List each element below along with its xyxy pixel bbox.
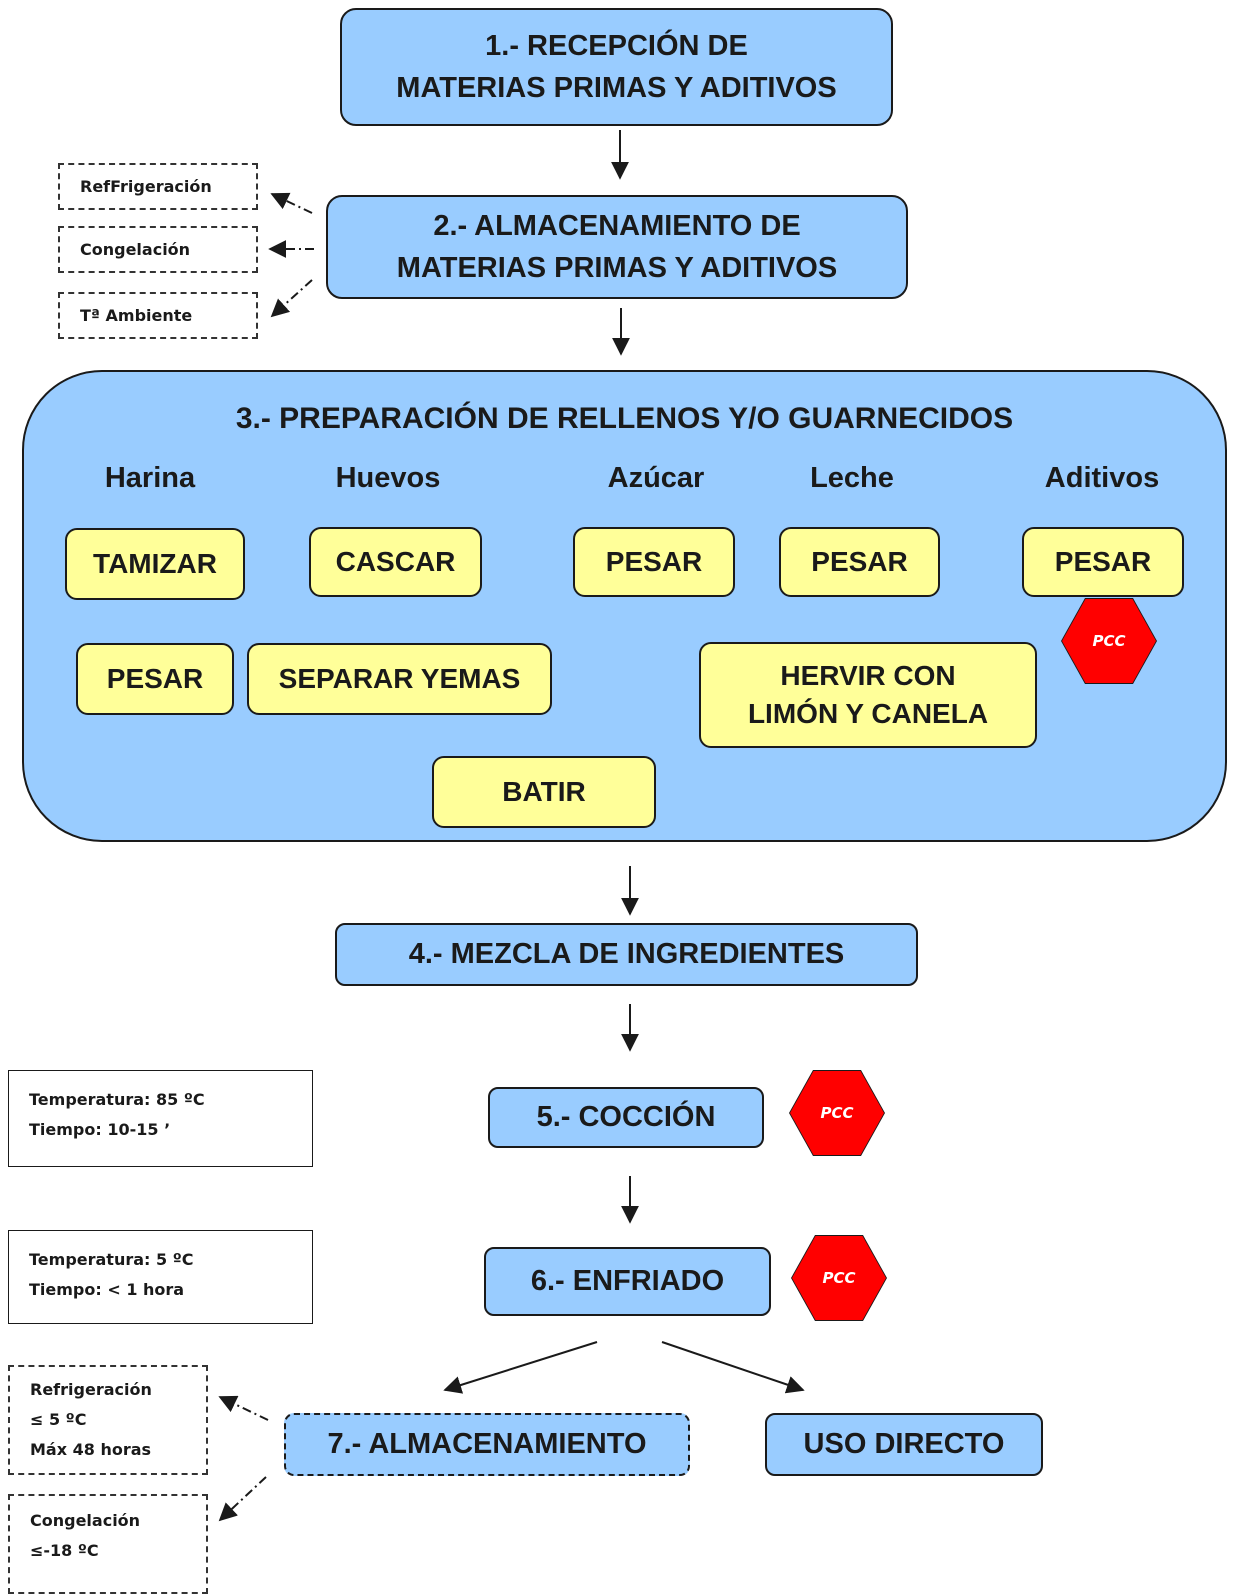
task-tamizar: TAMIZAR: [65, 528, 245, 600]
step-1-line-2: MATERIAS PRIMAS Y ADITIVOS: [396, 72, 837, 104]
task-hervir-line-2: LIMÓN Y CANELA: [747, 698, 989, 729]
pcc-enfriado-label: PCC: [792, 1236, 886, 1320]
final-congelacion-label: Congelación: [30, 1511, 141, 1530]
final-storage-congelacion: Congelación ≤-18 ºC: [8, 1494, 208, 1594]
enfriado-temperature: Temperatura: 5 ºC: [29, 1250, 194, 1269]
task-hervir: HERVIR CON LIMÓN Y CANELA: [699, 642, 1037, 748]
arrow-6-to-7: [443, 1341, 598, 1394]
pcc-enfriado-icon: PCC: [791, 1235, 887, 1321]
step-2-line-2: MATERIAS PRIMAS Y ADITIVOS: [396, 252, 838, 284]
task-hervir-line-1: HERVIR CON: [780, 660, 956, 691]
task-separar-yemas: SEPARAR YEMAS: [247, 643, 552, 715]
final-refrigeracion-temp: ≤ 5 ºC: [30, 1410, 87, 1429]
step-1-box: 1.- RECEPCIÓN DE MATERIAS PRIMAS Y ADITI…: [340, 8, 893, 126]
step-2-line-1: 2.- ALMACENAMIENTO DE: [433, 210, 801, 242]
step-7-box: 7.- ALMACENAMIENTO: [284, 1413, 690, 1476]
enfriado-params-box: Temperatura: 5 ºC Tiempo: < 1 hora: [8, 1230, 313, 1324]
final-refrigeracion-time: Máx 48 horas: [30, 1440, 152, 1459]
arrow-7-to-congelacion: [218, 1476, 267, 1522]
storage-ambiente: Tª Ambiente: [58, 292, 258, 339]
arrow-2-to-refrigeracion: [270, 192, 313, 214]
ingredient-harina: Harina: [104, 462, 196, 494]
ingredient-aditivos: Aditivos: [1044, 462, 1160, 494]
task-pesar-aditivos: PESAR: [1022, 527, 1184, 597]
step-2-box: 2.- ALMACENAMIENTO DE MATERIAS PRIMAS Y …: [326, 195, 908, 299]
pcc-coccion-icon: PCC: [789, 1070, 885, 1156]
step-5-box: 5.- COCCIÓN: [488, 1087, 764, 1148]
ingredient-huevos: Huevos: [335, 462, 441, 494]
task-cascar: CASCAR: [309, 527, 482, 597]
coccion-params-box: Temperatura: 85 ºC Tiempo: 10-15 ’: [8, 1070, 313, 1167]
final-refrigeracion-label: Refrigeración: [30, 1380, 152, 1399]
task-pesar-azucar: PESAR: [573, 527, 735, 597]
storage-refrigeracion-label: RefFrigeración: [80, 177, 212, 196]
storage-congelacion-label: Congelación: [80, 240, 191, 259]
storage-congelacion: Congelación: [58, 226, 258, 273]
task-pesar-leche: PESAR: [779, 527, 940, 597]
arrow-2-to-ambiente: [270, 279, 313, 318]
arrow-7-to-refrigeracion: [218, 1395, 269, 1421]
step-3-title: 3.- PREPARACIÓN DE RELLENOS Y/O GUARNECI…: [235, 402, 1014, 435]
ingredient-leche: Leche: [810, 462, 894, 494]
task-batir: BATIR: [432, 756, 656, 828]
enfriado-time: Tiempo: < 1 hora: [29, 1280, 185, 1299]
ingredient-azucar: Azúcar: [607, 462, 705, 494]
storage-refrigeracion: RefFrigeración: [58, 163, 258, 210]
storage-ambiente-label: Tª Ambiente: [80, 306, 193, 325]
coccion-temperature: Temperatura: 85 ºC: [29, 1090, 205, 1109]
uso-directo-box: USO DIRECTO: [765, 1413, 1043, 1476]
step-4-box: 4.- MEZCLA DE INGREDIENTES: [335, 923, 918, 986]
step-6-box: 6.- ENFRIADO: [484, 1247, 771, 1316]
pcc-coccion-label: PCC: [790, 1071, 884, 1155]
final-congelacion-temp: ≤-18 ºC: [30, 1541, 99, 1560]
arrow-6-to-direct: [661, 1341, 805, 1394]
step-1-line-1: 1.- RECEPCIÓN DE: [485, 30, 748, 62]
coccion-time: Tiempo: 10-15 ’: [29, 1120, 171, 1139]
task-pesar-harina: PESAR: [76, 643, 234, 715]
final-storage-refrigeracion: Refrigeración ≤ 5 ºC Máx 48 horas: [8, 1365, 208, 1475]
